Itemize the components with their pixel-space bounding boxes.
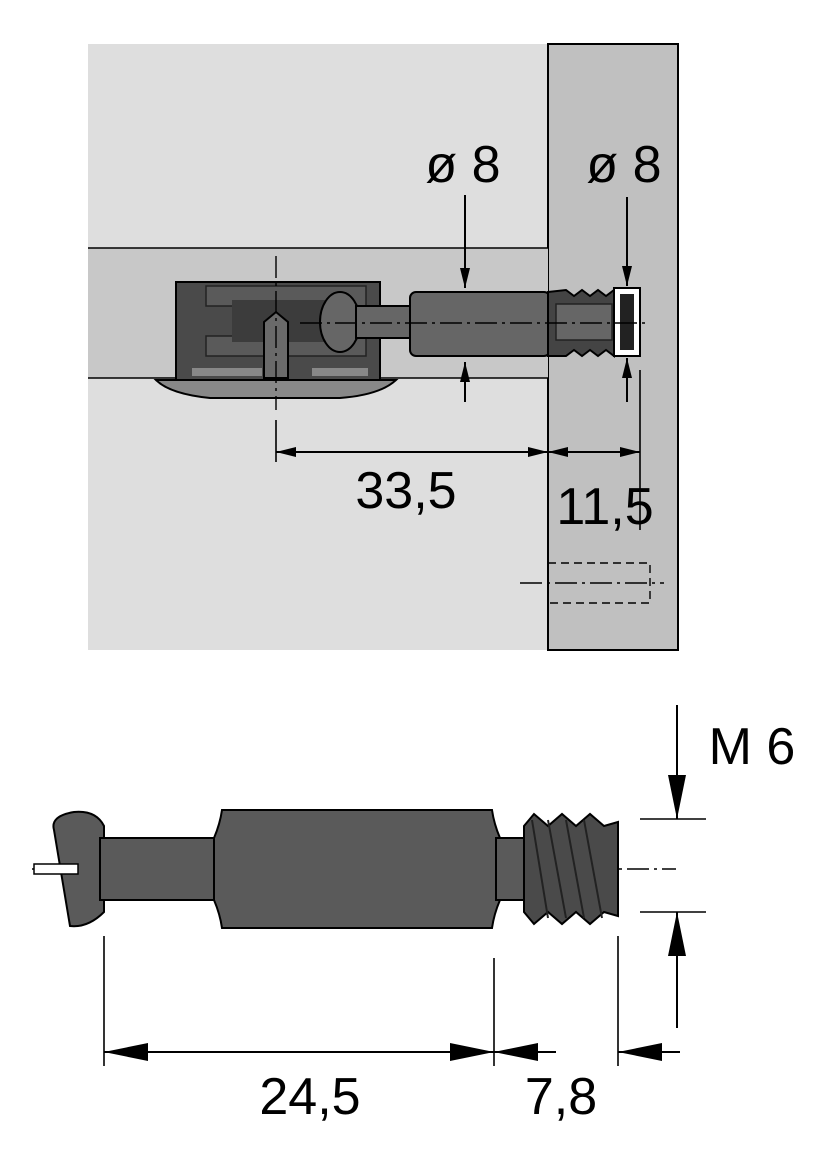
connector-bolt-top: [319, 291, 551, 357]
bolt-detail-view: M 6 24,5 7,8: [32, 705, 795, 1126]
label-length-11-5: 11,5: [556, 478, 653, 536]
dim-hole-diameter: ø 8: [586, 136, 662, 402]
dim-bolt-diameter: ø 8: [425, 136, 501, 402]
dim-length-7-8: 7,8: [494, 936, 680, 1126]
dim-length-11-5: 11,5: [548, 370, 654, 536]
label-length-7-8: 7,8: [525, 1068, 597, 1126]
label-bolt-diameter: ø 8: [425, 136, 500, 194]
label-length-33-5: 33,5: [355, 462, 456, 520]
threaded-insert: [547, 287, 641, 358]
dim-length-33-5: 33,5: [276, 447, 548, 520]
label-hole-diameter: ø 8: [586, 136, 661, 194]
connector-bolt: [33, 809, 619, 929]
label-thread: M 6: [709, 718, 796, 776]
dim-length-24-5: 24,5: [103, 936, 495, 1126]
label-length-24-5: 24,5: [259, 1068, 360, 1126]
hidden-hole: [520, 562, 664, 604]
dim-thread: M 6: [640, 705, 795, 1028]
assembly-top-view: ø 8 ø 8 33,5 11,5: [88, 43, 679, 651]
